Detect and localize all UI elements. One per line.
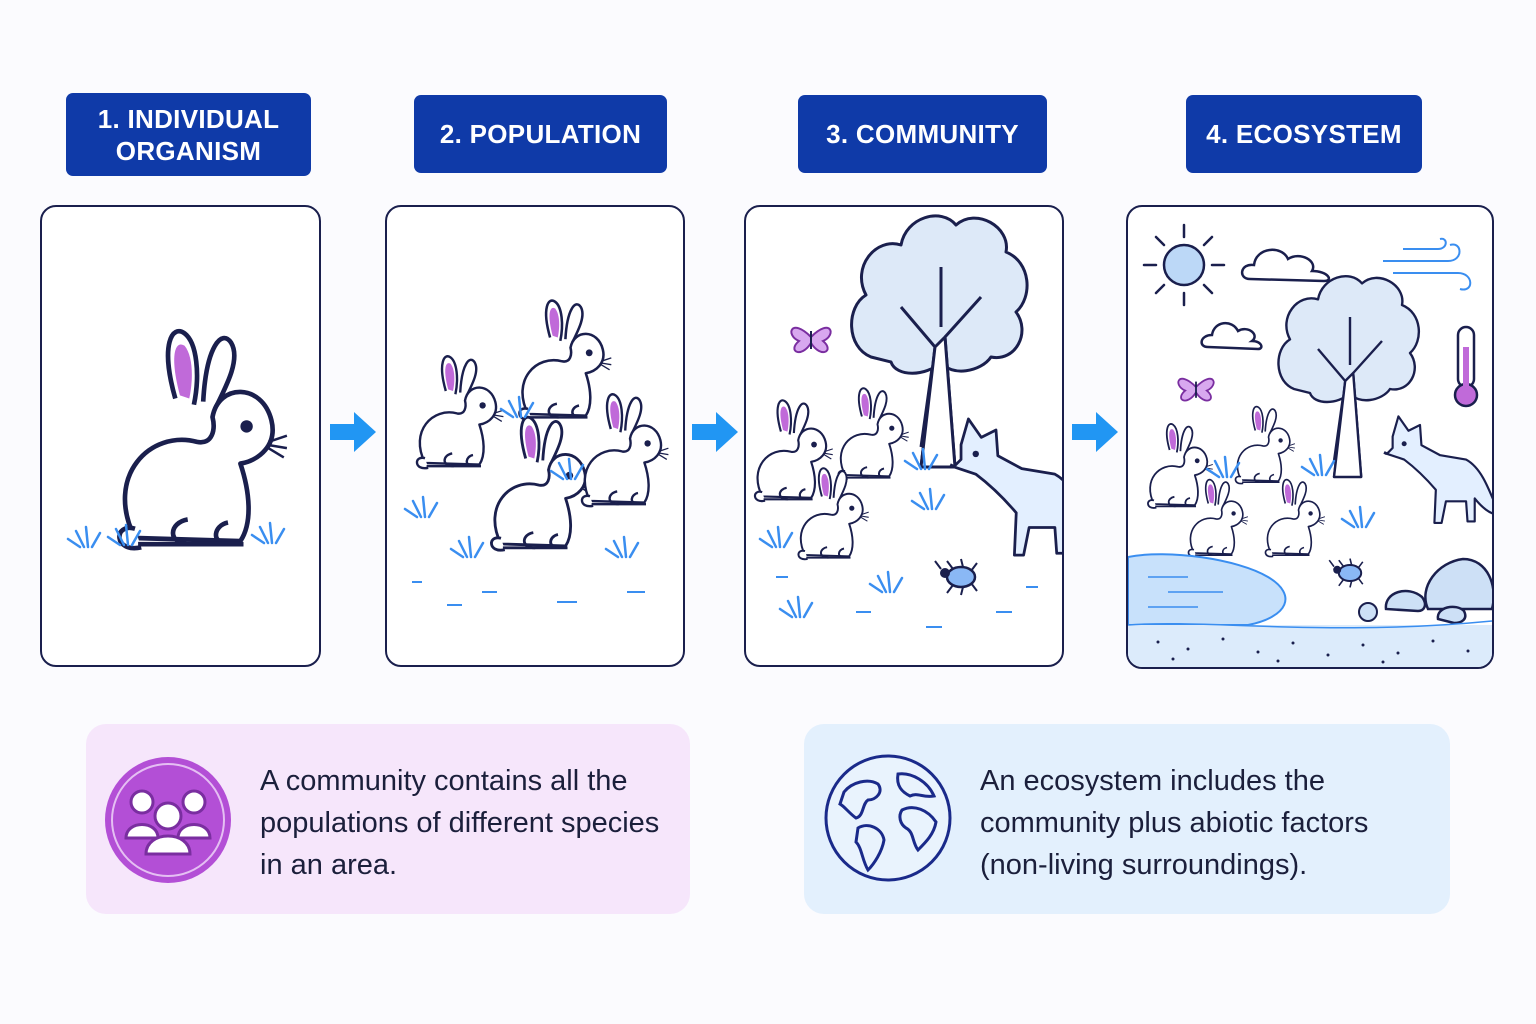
stage-label-line: 4. ECOSYSTEM [1206, 119, 1402, 149]
stage-label-ecosystem: 4. ECOSYSTEM [1186, 95, 1422, 173]
arrow-right-icon [1072, 412, 1118, 452]
cloud-icon [1200, 322, 1263, 351]
stage-label-line: ORGANISM [115, 135, 262, 166]
individual-organism-panel [40, 205, 321, 667]
ecosystem-illustration [1128, 223, 1492, 667]
wind-icon [1383, 237, 1472, 291]
rocks [1358, 557, 1492, 625]
globe-icon [824, 754, 952, 882]
cloud-icon [1241, 248, 1331, 283]
rabbit-illustration [66, 207, 319, 665]
stage-label-line: 1. INDIVIDUAL [97, 103, 280, 134]
stage-label-line: 3. COMMUNITY [826, 119, 1019, 149]
rabbit-population-illustration [403, 299, 670, 606]
community-info-box: A community contains all the populations… [86, 724, 690, 914]
community-note-line: A community contains all the [260, 765, 628, 797]
stage-label-line: 2. POPULATION [439, 119, 642, 149]
arrow-right-icon [692, 412, 738, 452]
soil [1128, 625, 1492, 667]
ecosystem-note-line: community plus abiotic factors [980, 807, 1369, 839]
pond [1128, 553, 1287, 626]
arrow-right-icon [330, 412, 376, 452]
ecosystem-note-line: An ecosystem includes the [980, 765, 1325, 797]
stage-label-population: 2. POPULATION [414, 95, 667, 173]
stage-label-community: 3. COMMUNITY [798, 95, 1047, 173]
ecosystem-panel [1126, 205, 1494, 669]
sun-icon [1142, 223, 1226, 307]
ecosystem-info-box: An ecosystem includes the community plus… [804, 724, 1450, 914]
thermometer-icon [1453, 325, 1479, 408]
population-panel [385, 205, 685, 667]
community-note-line: populations of different species [260, 807, 660, 839]
community-note-line: in an area. [260, 849, 398, 881]
people-group-icon [105, 757, 231, 883]
ecosystem-note-line: (non-living surroundings). [980, 849, 1308, 881]
community-illustration [753, 214, 1062, 628]
community-panel [744, 205, 1064, 667]
